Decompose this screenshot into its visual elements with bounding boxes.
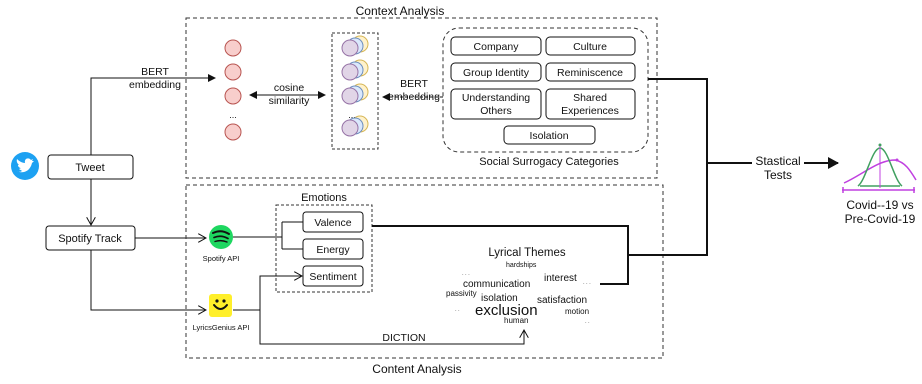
word-passivity: passivity bbox=[446, 289, 477, 298]
category-embeddings-frame bbox=[331, 32, 379, 150]
track-to-lyrics-arrow bbox=[90, 250, 205, 310]
distribution-icon bbox=[842, 143, 917, 193]
category-culture-label: Culture bbox=[573, 41, 607, 53]
emotions-frame bbox=[275, 204, 373, 293]
word-satisfaction: satisfaction bbox=[537, 295, 587, 306]
emotions-title: Emotions bbox=[301, 192, 347, 204]
word-faint: · · bbox=[455, 308, 460, 314]
category-shared-experiences-label-1: Shared bbox=[573, 92, 607, 104]
category-company bbox=[450, 36, 542, 56]
emotion-valence-label: Valence bbox=[314, 217, 351, 229]
emotion-energy-label: Energy bbox=[316, 244, 350, 256]
word-isolation: isolation bbox=[481, 293, 518, 304]
category-understanding-others-label-2: Others bbox=[480, 105, 512, 117]
category-isolation bbox=[503, 125, 596, 145]
word-faint: · · bbox=[585, 320, 590, 326]
spotify-track-label: Spotify Track bbox=[58, 233, 122, 245]
result-label-1: Covid--19 vs bbox=[846, 198, 913, 212]
embedding-ellipsis: ... bbox=[229, 110, 237, 120]
spotify-icon bbox=[209, 225, 233, 249]
embedding-node bbox=[224, 87, 242, 105]
bert-right-label-2: embedding bbox=[388, 91, 440, 103]
cosine-label-2: similarity bbox=[269, 95, 311, 107]
word-motion: motion bbox=[565, 307, 589, 316]
bert-right-label-1: BERT bbox=[400, 78, 428, 90]
emotion-sentiment-label: Sentiment bbox=[309, 271, 356, 283]
word-faint: · · · bbox=[583, 281, 591, 287]
tests-label-bg bbox=[752, 152, 804, 182]
emotion-sentiment bbox=[302, 265, 364, 287]
embedding-node bbox=[224, 123, 242, 141]
content-analysis-frame bbox=[185, 184, 664, 359]
lyrics-to-sentiment-arrow bbox=[259, 276, 301, 310]
category-understanding-others bbox=[450, 88, 542, 120]
cosine-label-1: cosine bbox=[274, 82, 305, 94]
content-analysis-title: Content Analysis bbox=[372, 362, 461, 376]
diction-label: DICTION bbox=[382, 332, 425, 344]
embedding-nodes: ... bbox=[224, 39, 242, 141]
content-analysis-section: Content Analysis Spotify API LyricsGeniu… bbox=[185, 184, 664, 376]
categories-group bbox=[442, 27, 649, 153]
lyrics-genius-icon bbox=[209, 294, 232, 317]
stack-ellipsis: ... bbox=[348, 110, 356, 120]
context-analysis-section: Context Analysis ... cosine similarity . bbox=[185, 4, 658, 179]
context-merge-line bbox=[648, 78, 708, 163]
lyrical-themes-title: Lyrical Themes bbox=[488, 247, 566, 259]
word-human: human bbox=[504, 316, 528, 325]
embedding-stack bbox=[341, 83, 369, 105]
category-company-label: Company bbox=[474, 41, 520, 53]
context-analysis-title: Context Analysis bbox=[356, 4, 445, 18]
embedding-stack bbox=[341, 35, 369, 57]
inputs-column: Tweet BERT embedding Spotify Track bbox=[11, 66, 216, 310]
categories-caption: Social Surrogacy Categories bbox=[479, 156, 619, 168]
result-label-2: Pre-Covid-19 bbox=[845, 212, 916, 226]
lyrical-themes-wordcloud: hardships interest communication passivi… bbox=[446, 262, 591, 326]
embedding-node bbox=[224, 63, 242, 81]
category-isolation-label: Isolation bbox=[529, 130, 568, 142]
category-reminiscence bbox=[545, 62, 636, 82]
tests-label-2: Tests bbox=[764, 168, 792, 182]
category-embedding-stacks: ... bbox=[341, 35, 369, 137]
category-boxes: Company Culture Group Identity Reminisce… bbox=[450, 36, 636, 145]
twitter-icon bbox=[11, 152, 39, 180]
embedding-stack bbox=[341, 59, 369, 81]
category-shared-experiences bbox=[545, 88, 636, 120]
tweet-to-embedding-arrow bbox=[90, 74, 216, 155]
word-hardships: hardships bbox=[506, 262, 537, 269]
embedding-node bbox=[224, 39, 242, 57]
spotify-api-label: Spotify API bbox=[203, 254, 240, 263]
word-interest: interest bbox=[544, 273, 577, 284]
embedding-stack bbox=[341, 115, 369, 137]
tests-label-1: Stastical bbox=[755, 154, 800, 168]
category-shared-experiences-label-2: Experiences bbox=[561, 105, 619, 117]
category-reminiscence-label: Reminiscence bbox=[557, 67, 623, 79]
tweet-label: Tweet bbox=[75, 162, 104, 174]
word-faint: · · · bbox=[462, 272, 470, 278]
category-group-identity-label: Group Identity bbox=[463, 67, 530, 79]
category-group-identity bbox=[450, 62, 542, 82]
bert-left-label-1: BERT bbox=[141, 66, 169, 78]
bert-left-label-2: embedding bbox=[129, 79, 181, 91]
lyrics-genius-api-label: LyricsGenius API bbox=[193, 323, 250, 332]
word-exclusion: exclusion bbox=[475, 302, 538, 319]
word-communication: communication bbox=[463, 279, 530, 290]
category-culture bbox=[545, 36, 636, 56]
lyrics-to-themes-arrow bbox=[259, 310, 524, 345]
content-merge-line bbox=[628, 163, 708, 256]
merge-connectors: Stastical Tests bbox=[372, 78, 839, 285]
category-understanding-others-label-1: Understanding bbox=[462, 92, 530, 104]
